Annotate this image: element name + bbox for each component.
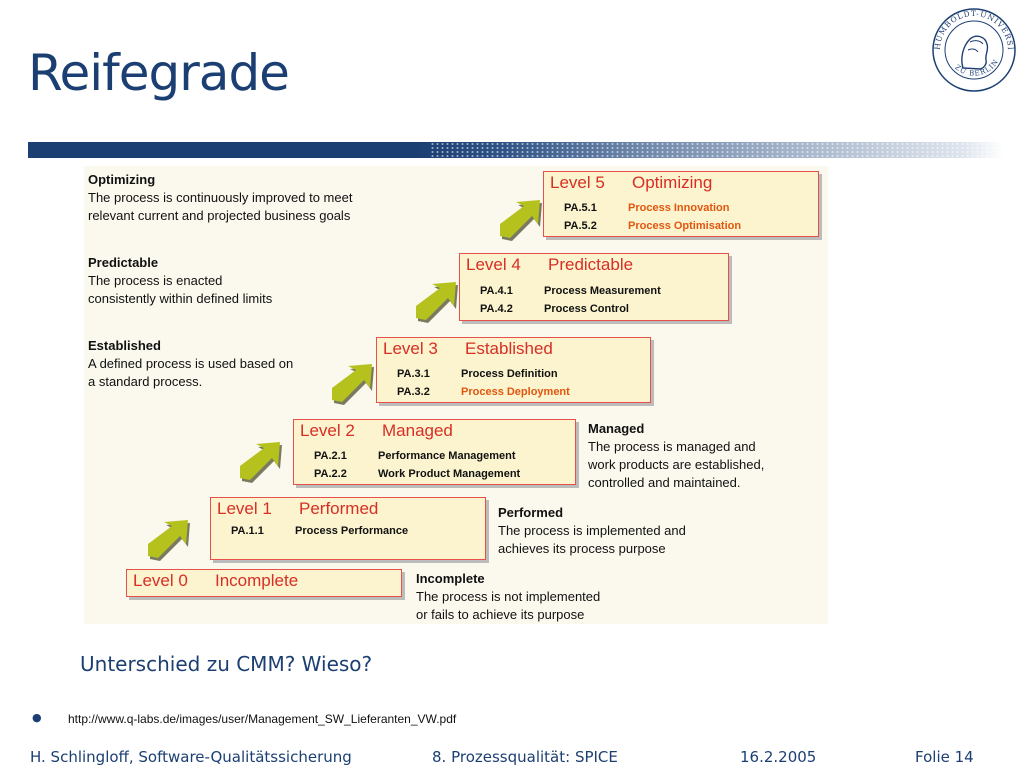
desc-line: controlled and maintained. [588, 475, 741, 490]
desc-heading: Optimizing [88, 172, 156, 187]
desc-line: The process is managed and [588, 439, 756, 454]
level-5-name: Optimizing [632, 173, 713, 192]
desc-managed: Managed The process is managed and work … [588, 420, 764, 492]
pa-row: PA.2.2 Work Product Management [314, 468, 520, 480]
pa-row: PA.3.1 Process Definition [397, 368, 558, 380]
pa-name: Process Optimisation [628, 220, 742, 232]
pa-code: PA.3.1 [397, 368, 430, 380]
level-0-label: Level 0 [133, 571, 188, 590]
desc-optimizing: Optimizing The process is continuously i… [88, 171, 352, 225]
svg-text:ZU BERLIN: ZU BERLIN [953, 58, 1000, 78]
footer-slide-number: Folie 14 [915, 748, 974, 766]
desc-line: The process is enacted [88, 273, 223, 288]
pa-name: Process Measurement [544, 285, 661, 297]
pa-row: PA.5.1 Process Innovation [564, 202, 729, 214]
bullet-icon: ● [32, 711, 42, 724]
desc-line: or fails to achieve its purpose [416, 607, 585, 622]
step-up-arrow-icon [500, 200, 542, 241]
step-up-arrow-icon [240, 442, 282, 483]
level-1-box: Level 1 Performed PA.1.1 Process Performan… [210, 497, 486, 560]
maturity-levels-diagram: Optimizing The process is continuously i… [84, 166, 828, 624]
university-seal-logo: HUMBOLDT-UNIVERSITÄT ZU BERLIN [930, 6, 1016, 92]
level-2-name: Managed [382, 421, 453, 440]
step-up-arrow-icon [332, 364, 374, 405]
footer-date: 16.2.2005 [740, 748, 817, 766]
pa-code: PA.5.2 [564, 220, 597, 232]
level-3-label: Level 3 [383, 339, 438, 358]
desc-predictable: Predictable The process is enacted consi… [88, 254, 272, 308]
desc-heading: Performed [498, 505, 564, 520]
level-0-name: Incomplete [215, 571, 299, 590]
pa-code: PA.3.2 [397, 386, 430, 398]
desc-line: The process is continuously improved to … [88, 190, 353, 205]
footer-chapter: 8. Prozessqualität: SPICE [432, 748, 618, 766]
pa-code: PA.4.2 [480, 303, 513, 315]
desc-line: achieves its process purpose [498, 541, 666, 556]
level-1-label: Level 1 [217, 499, 272, 518]
desc-heading: Incomplete [416, 571, 485, 586]
slide-title: Reifegrade [28, 44, 290, 102]
desc-heading: Managed [588, 421, 645, 436]
reference-link[interactable]: http://www.q-labs.de/images/user/Managem… [68, 712, 457, 726]
pa-code: PA.5.1 [564, 202, 597, 214]
level-5-label: Level 5 [550, 173, 605, 192]
level-4-name: Predictable [548, 255, 634, 274]
title-divider-texture [430, 142, 1004, 158]
level-4-label: Level 4 [466, 255, 521, 274]
desc-performed: Performed The process is implemented and… [498, 504, 686, 558]
desc-line: a standard process. [88, 374, 203, 389]
pa-code: PA.2.2 [314, 468, 347, 480]
desc-line: consistently within defined limits [88, 291, 273, 306]
pa-name: Performance Management [378, 450, 516, 462]
pa-code: PA.1.1 [231, 525, 264, 537]
level-3-box: Level 3 Established PA.3.1 Process Definit… [376, 337, 651, 403]
pa-code: PA.2.1 [314, 450, 347, 462]
desc-line: The process is implemented and [498, 523, 686, 538]
desc-incomplete: Incomplete The process is not implemente… [416, 570, 600, 624]
pa-row: PA.2.1 Performance Management [314, 450, 516, 462]
pa-row: PA.4.2 Process Control [480, 303, 629, 315]
pa-name: Process Performance [295, 525, 409, 537]
footer-author: H. Schlingloff, Software-Qualitätssicher… [30, 748, 352, 766]
level-4-box: Level 4 Predictable PA.4.1 Process Measure… [459, 253, 729, 321]
desc-heading: Predictable [88, 255, 159, 270]
pa-row: PA.1.1 Process Performance [231, 525, 408, 537]
pa-name: Work Product Management [378, 468, 521, 480]
pa-row: PA.3.2 Process Deployment [397, 386, 570, 398]
pa-name: Process Control [544, 303, 629, 315]
level-2-label: Level 2 [300, 421, 355, 440]
pa-row: PA.4.1 Process Measurement [480, 285, 661, 297]
step-up-arrow-icon [148, 520, 190, 561]
level-2-box: Level 2 Managed PA.2.1 Performance Managem… [293, 419, 576, 485]
desc-line: A defined process is used based on [88, 356, 294, 371]
discussion-question: Unterschied zu CMM? Wieso? [80, 652, 373, 676]
pa-name: Process Definition [461, 368, 558, 380]
level-1-name: Performed [299, 499, 379, 518]
desc-line: work products are established, [588, 457, 765, 472]
pa-name: Process Deployment [461, 386, 570, 398]
pa-name: Process Innovation [628, 202, 730, 214]
level-3-name: Established [465, 339, 553, 358]
desc-heading: Established [88, 338, 161, 353]
level-5-box: Level 5 Optimizing PA.5.1 Process Innovati… [543, 171, 819, 237]
desc-line: The process is not implemented [416, 589, 601, 604]
seal-text-bottom: ZU BERLIN [953, 58, 999, 78]
desc-line: relevant current and projected business … [88, 208, 351, 223]
step-up-arrow-icon [416, 282, 458, 323]
pa-row: PA.5.2 Process Optimisation [564, 220, 741, 232]
desc-established: Established A defined process is used ba… [88, 337, 293, 391]
pa-code: PA.4.1 [480, 285, 513, 297]
level-0-box: Level 0 Incomplete [126, 569, 402, 597]
